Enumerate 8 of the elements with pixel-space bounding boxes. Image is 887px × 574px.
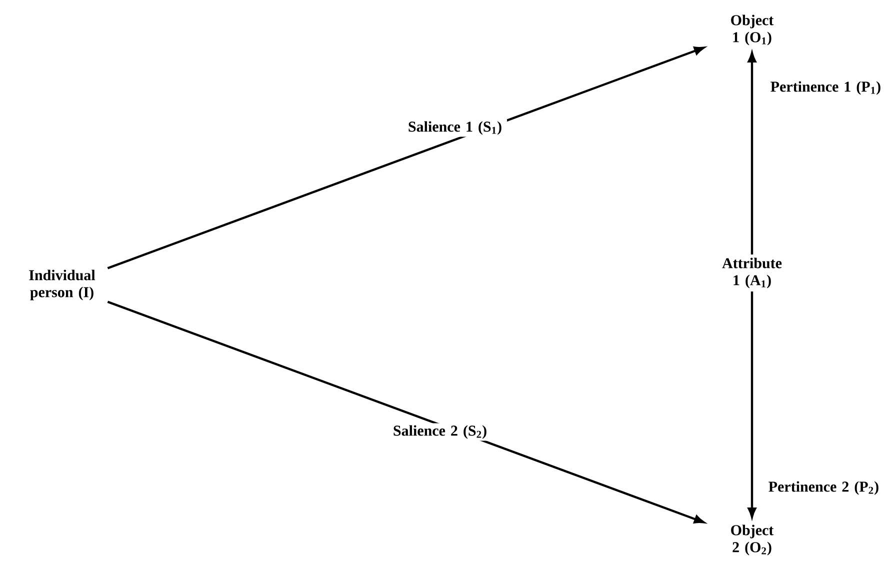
node-label: Individual person (I) xyxy=(29,270,96,300)
node-label: Object 1 (O$_{1}$) xyxy=(731,14,774,46)
node-label: Attribute 1 (A$_{1}$) xyxy=(722,258,782,288)
node-label: Object 2 (O$_{2}$) xyxy=(731,524,774,556)
edge-label: Pertinence 1 (P$_{1}$) xyxy=(770,81,880,95)
edge-label: Pertinence 2 (P$_{2}$) xyxy=(768,481,878,495)
edge-label: Salience 2 (S$_{2}$) xyxy=(388,423,492,441)
edge-label: Salience 1 (S$_{1}$) xyxy=(403,119,507,137)
